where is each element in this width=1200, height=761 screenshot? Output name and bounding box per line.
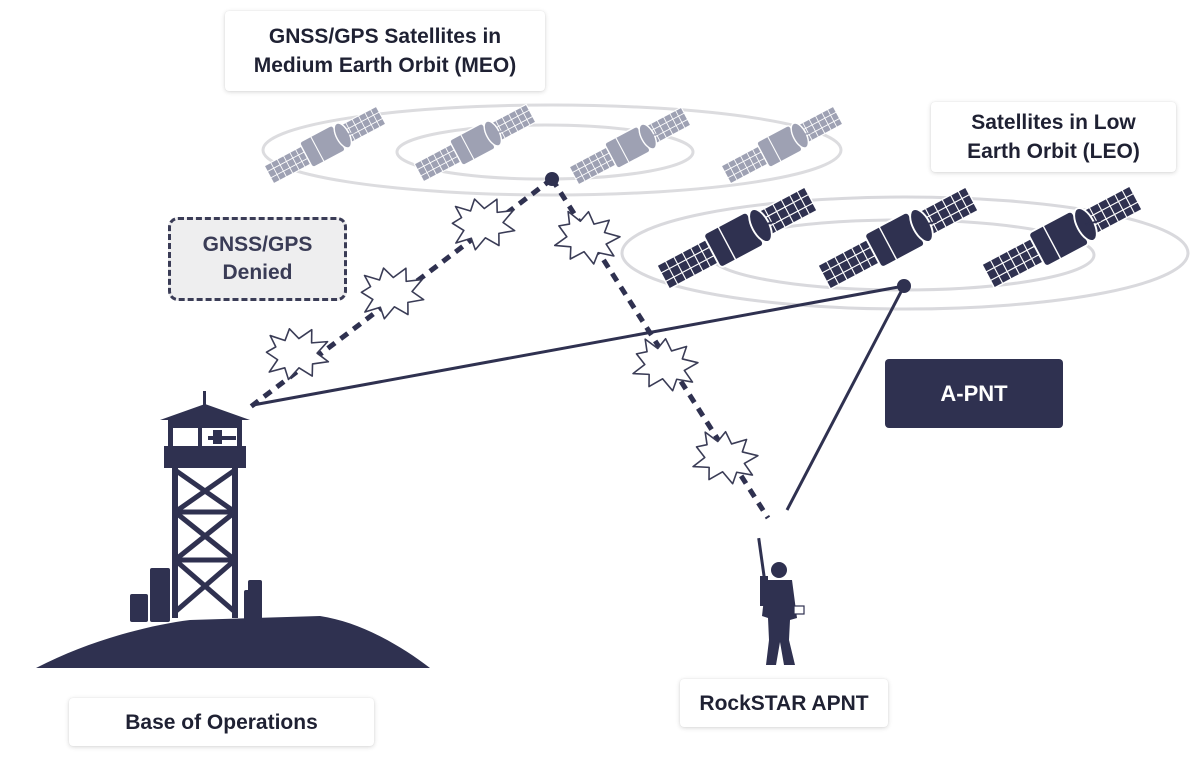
fuel-barrel-icon	[150, 568, 170, 622]
denied-label-line2: Denied	[222, 261, 293, 284]
satellite-icon	[411, 99, 539, 187]
jamming-burst-icon	[357, 261, 429, 323]
jamming-burst-icon	[551, 205, 625, 269]
leo-label-line1: Satellites in Low	[971, 111, 1136, 134]
rockstar-label-text: RockSTAR APNT	[699, 691, 869, 715]
leo-signal-node	[897, 279, 911, 293]
gnss-denied-label: GNSS/GPS Denied	[168, 217, 347, 301]
denied-label-line1: GNSS/GPS	[202, 233, 313, 256]
meo-label-line1: GNSS/GPS Satellites in	[268, 25, 502, 48]
leo-satellites-label: Satellites in Low Earth Orbit (LEO)	[931, 102, 1176, 172]
meo-satellites-label: GNSS/GPS Satellites in Medium Earth Orbi…	[225, 11, 545, 91]
leo-label-line2: Earth Orbit (LEO)	[967, 140, 1140, 163]
satellite-icon	[653, 181, 821, 295]
apnt-badge-text: A-PNT	[940, 380, 1008, 406]
satellite-icon	[566, 102, 694, 190]
satellite-icon	[261, 101, 389, 189]
fuel-barrel-icon	[130, 594, 148, 622]
satellite-icon	[978, 180, 1146, 294]
jamming-burst-icon	[690, 426, 762, 488]
jamming-burst-icon	[448, 192, 520, 254]
meo-signal-node	[545, 172, 559, 186]
meo-label-line2: Medium Earth Orbit (MEO)	[253, 54, 517, 77]
watchtower-icon	[160, 391, 250, 618]
base-label-text: Base of Operations	[125, 710, 318, 734]
apnt-badge: A-PNT	[885, 359, 1063, 428]
soldier-icon	[757, 537, 805, 665]
apnt-signal-links	[252, 284, 906, 511]
jamming-burst-icon	[630, 333, 702, 395]
hill	[36, 616, 430, 668]
rockstar-apnt-label: RockSTAR APNT	[680, 679, 888, 727]
base-of-operations-label: Base of Operations	[69, 698, 374, 746]
base-of-operations	[36, 391, 430, 668]
fuel-barrel-icon	[244, 590, 262, 622]
